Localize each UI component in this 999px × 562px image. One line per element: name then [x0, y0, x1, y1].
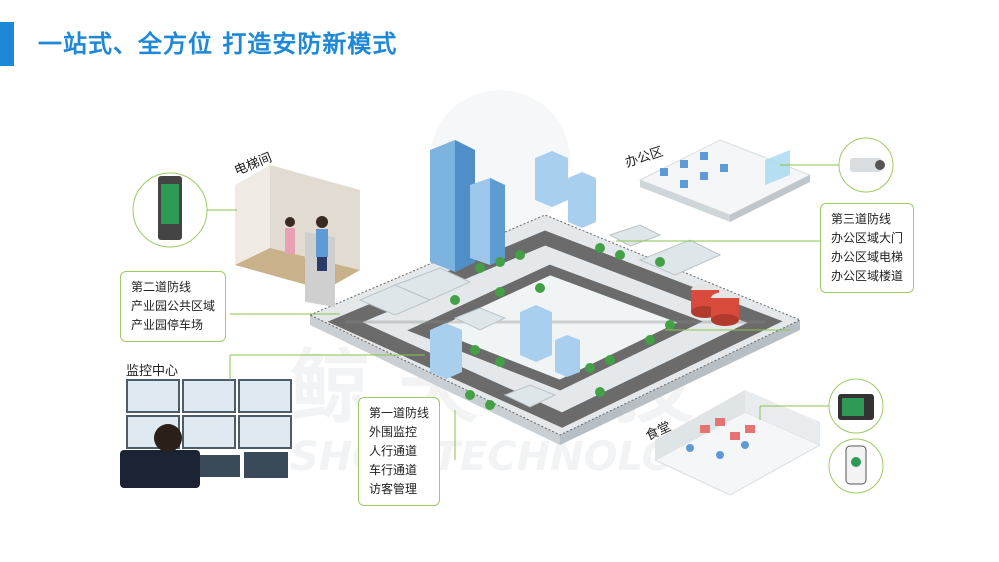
second-defense-item: 产业园公共区域 — [131, 299, 216, 313]
third-defense-item: 办公区域大门 — [831, 231, 904, 245]
canteen-illustration — [653, 390, 822, 496]
title-accent-bar — [0, 22, 14, 66]
first-defense-item: 访客管理 — [369, 482, 418, 496]
security-camera-device — [838, 137, 894, 193]
second-defense-item: 产业园停车场 — [131, 318, 204, 332]
elevator-room-illustration — [235, 165, 360, 308]
third-defense-title: 第三道防线 — [831, 212, 892, 226]
face-terminal-device — [132, 172, 208, 248]
storage-tanks — [691, 284, 739, 326]
page-title: 一站式、全方位 打造安防新模式 — [38, 30, 398, 58]
low-buildings — [358, 224, 722, 408]
first-defense-item: 车行通道 — [369, 463, 418, 477]
third-defense-item: 办公区域电梯 — [831, 250, 904, 264]
first-defense-item: 外围监控 — [369, 425, 418, 439]
first-defense-item: 人行通道 — [369, 444, 418, 458]
trees — [450, 243, 675, 410]
mobile-phone-device — [828, 438, 884, 494]
first-defense-box: 第一道防线 外围监控 人行通道 车行通道 访客管理 — [358, 397, 441, 506]
monitoring-center-illustration — [120, 379, 292, 488]
second-defense-title: 第二道防线 — [131, 280, 192, 294]
svg-text:SHOU TECHNOLOG: SHOU TECHNOLOG — [290, 434, 709, 480]
third-defense-item: 办公区域楼道 — [831, 269, 904, 283]
third-defense-box: 第三道防线 办公区域大门 办公区域电梯 办公区域楼道 — [820, 203, 915, 293]
second-defense-box: 第二道防线 产业园公共区域 产业园停车场 — [120, 271, 227, 342]
canteen-terminal-device — [828, 378, 884, 434]
elevator-passengers — [285, 216, 328, 271]
office-area-illustration — [638, 139, 812, 222]
first-defense-title: 第一道防线 — [369, 406, 430, 420]
monitor-center-label: 监控中心 — [126, 364, 179, 379]
office-towers — [430, 140, 596, 379]
